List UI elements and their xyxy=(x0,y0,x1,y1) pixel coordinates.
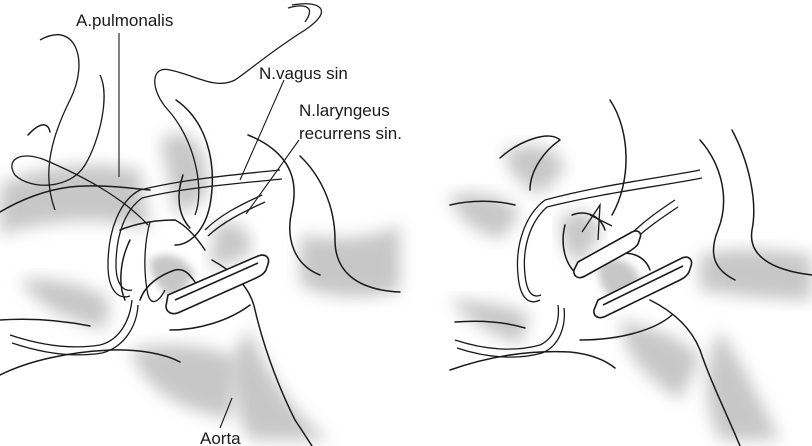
label-laryngeus-line1: N.laryngeus xyxy=(299,101,390,120)
label-laryngeus-line2: recurrens sin. xyxy=(299,124,402,143)
right-nerve-loop-a xyxy=(517,200,545,302)
right-recurrent-a xyxy=(630,200,675,235)
ductus-left-wall xyxy=(121,240,130,300)
leader-vagus xyxy=(240,80,284,180)
right-bottom-contour xyxy=(450,352,615,370)
right-vagus-a xyxy=(545,170,700,200)
label-aorta: Aorta xyxy=(200,429,241,446)
leader-laryngeus xyxy=(246,140,299,214)
right-pulmonary-outline xyxy=(610,100,626,215)
left-tissue-small-lobe xyxy=(28,125,50,135)
label-pulmonalis: A.pulmonalis xyxy=(76,11,173,30)
right-panel xyxy=(450,100,812,446)
label-vagus: N.vagus sin xyxy=(259,64,348,83)
suture-thread-3b xyxy=(288,6,310,22)
